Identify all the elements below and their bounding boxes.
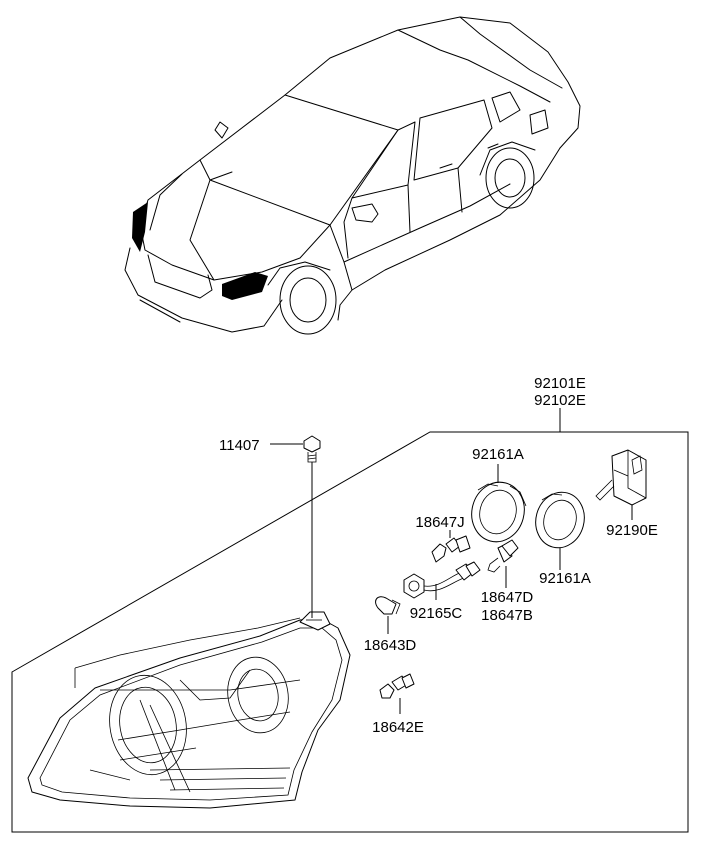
label-92161a-bottom: 92161A <box>539 570 591 587</box>
bulb-18647j <box>431 530 471 563</box>
part-labels: 92101E 92102E 11407 92161A 18647J 92190E… <box>219 375 658 736</box>
bulb-18647d-b <box>487 539 519 588</box>
headlamp-assembly <box>27 611 351 809</box>
left-headlamp-highlight <box>132 202 148 252</box>
car-illustration <box>124 16 581 335</box>
label-92102e: 92102E <box>534 392 586 409</box>
bulb-cover-bottom <box>535 491 585 570</box>
label-18647d: 18647D <box>481 589 534 606</box>
label-11407: 11407 <box>219 437 260 454</box>
label-92101e: 92101E <box>534 375 586 392</box>
label-18647b: 18647B <box>481 607 533 624</box>
bulb-18643d <box>375 596 401 634</box>
bulb-cover-top <box>471 464 527 543</box>
label-92165c: 92165C <box>410 605 463 622</box>
assembly-boundary <box>11 408 689 833</box>
screw-11407 <box>270 435 321 618</box>
bulb-18642e <box>379 673 415 714</box>
leveling-motor <box>595 449 647 520</box>
label-92190e: 92190E <box>606 522 658 539</box>
label-18642e: 18642E <box>372 719 424 736</box>
socket-wiring-92165c <box>403 561 481 600</box>
label-18647j: 18647J <box>415 514 464 531</box>
right-headlamp-highlight <box>222 272 268 300</box>
label-18643d: 18643D <box>364 637 417 654</box>
label-92161a-top: 92161A <box>472 446 524 463</box>
